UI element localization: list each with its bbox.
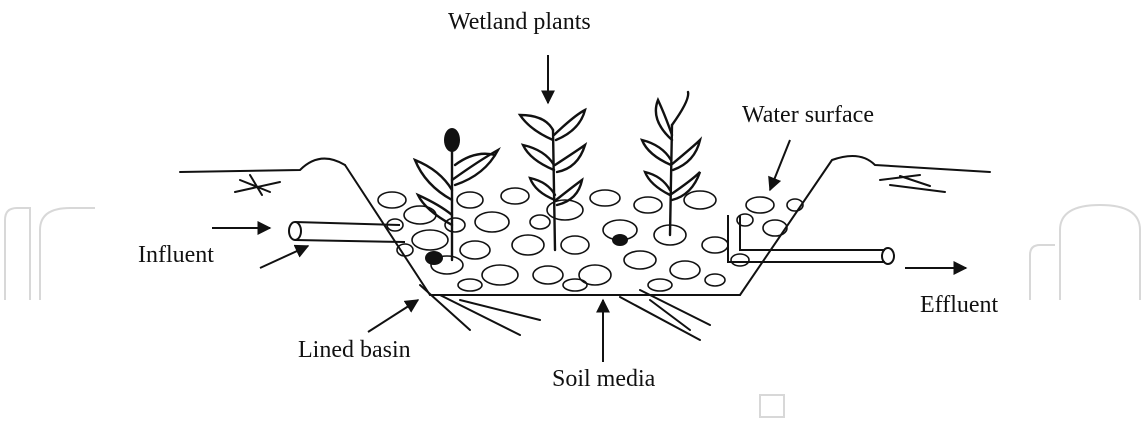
label-lined-basin: Lined basin <box>298 338 411 362</box>
basin-left-bank <box>345 165 430 295</box>
label-water-surface: Water surface <box>742 103 874 127</box>
basin-right-bank <box>740 156 990 295</box>
label-influent: Influent <box>138 243 214 267</box>
arrow-lined-basin <box>368 300 418 332</box>
dark-stones <box>425 128 628 265</box>
arrow-influent-lower <box>260 246 308 268</box>
influent-pipe <box>289 222 405 242</box>
label-soil-media: Soil media <box>552 367 655 391</box>
label-wetland-plants: Wetland plants <box>448 10 591 34</box>
left-ground-line <box>180 159 345 172</box>
liner-hatching <box>420 285 710 340</box>
arrow-water-surface <box>770 140 790 190</box>
label-effluent: Effluent <box>920 293 998 317</box>
wetland-plant-middle <box>520 110 585 250</box>
